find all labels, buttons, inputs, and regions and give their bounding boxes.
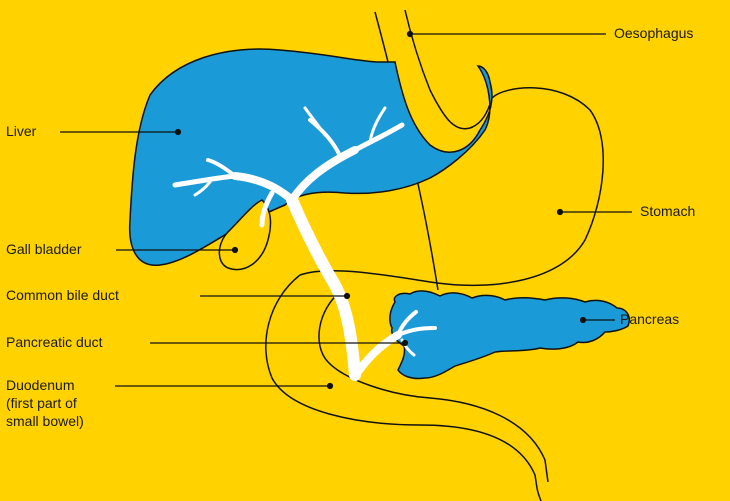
- label-duodenum: Duodenum: [6, 377, 75, 394]
- label-gall-bladder: Gall bladder: [6, 241, 82, 258]
- label-stomach: Stomach: [640, 203, 695, 220]
- label-common-bile-duct: Common bile duct: [6, 287, 119, 304]
- label-oesophagus: Oesophagus: [614, 25, 693, 42]
- label-duodenum-note-2: small bowel): [6, 413, 84, 430]
- oesophagus-outline-inner: [405, 10, 492, 129]
- pancreas-shape: [390, 291, 629, 379]
- label-pancreas: Pancreas: [620, 311, 679, 328]
- label-liver: Liver: [6, 123, 36, 140]
- label-pancreatic-duct: Pancreatic duct: [6, 334, 103, 351]
- duodenum-end: [537, 488, 541, 501]
- label-duodenum-note-1: (first part of: [6, 395, 77, 412]
